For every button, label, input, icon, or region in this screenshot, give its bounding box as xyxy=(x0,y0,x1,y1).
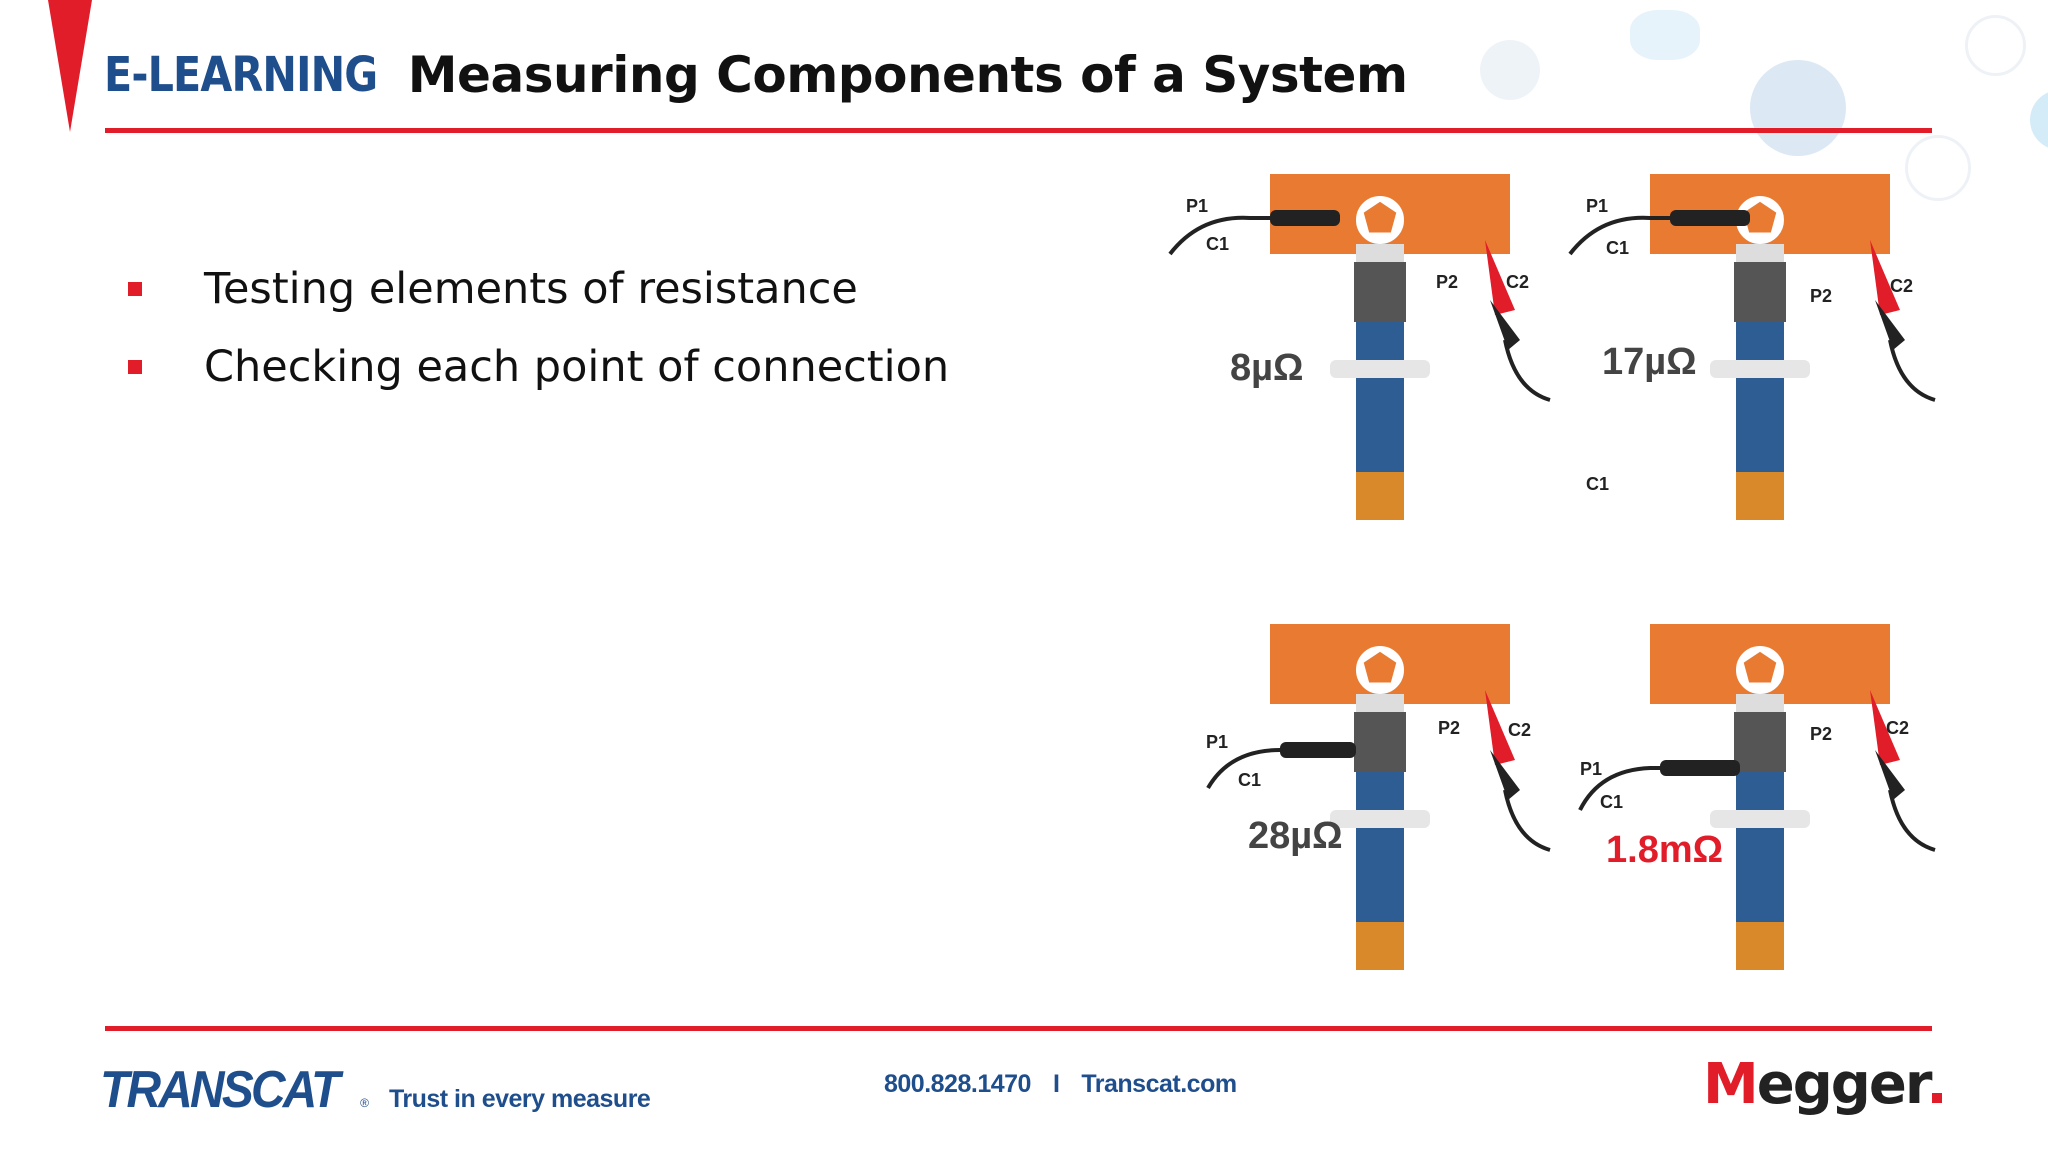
bullet-text: Checking each point of connection xyxy=(204,342,950,392)
bullet-square-icon xyxy=(128,282,142,296)
decorative-circle xyxy=(1965,15,2026,76)
red-flag-icon xyxy=(48,0,92,132)
resistance-reading: 17µΩ xyxy=(1602,341,1697,383)
megger-wordmark: Megger xyxy=(1703,1052,1932,1117)
label-c1: C1 xyxy=(1206,234,1229,254)
page-title: Measuring Components of a System xyxy=(407,46,1408,104)
bullet-list: Testing elements of resistance Checking … xyxy=(128,250,949,406)
label-p1: P1 xyxy=(1186,196,1208,216)
label-c2: C2 xyxy=(1508,720,1531,740)
label-p2: P2 xyxy=(1436,272,1458,292)
diagram-lug-connection: P1 C1 P2 C2 C1 17µΩ xyxy=(1560,170,1980,570)
label-p2: P2 xyxy=(1810,724,1832,744)
header-divider xyxy=(105,128,1932,133)
diagram-crimp-connection: P1 C1 P2 C2 28µΩ xyxy=(1160,620,1580,1020)
megger-logo: Megger xyxy=(1703,1052,1943,1117)
label-p2: P2 xyxy=(1810,286,1832,306)
label-c1: C1 xyxy=(1600,792,1623,812)
megger-dot-icon xyxy=(1932,1093,1943,1103)
resistance-reading: 8µΩ xyxy=(1230,347,1304,389)
label-c1: C1 xyxy=(1606,238,1629,258)
label-c1-lower: C1 xyxy=(1586,474,1609,494)
decorative-circle xyxy=(1480,40,1540,100)
label-c2: C2 xyxy=(1506,272,1529,292)
bullet-item: Checking each point of connection xyxy=(128,328,949,406)
bullet-square-icon xyxy=(128,360,142,374)
decorative-circle xyxy=(1905,135,1971,201)
e-learning-logo: E-LEARNING xyxy=(104,47,378,103)
label-p1: P1 xyxy=(1586,196,1608,216)
decorative-circle xyxy=(1630,10,1700,60)
label-c2: C2 xyxy=(1886,718,1909,738)
bullet-text: Testing elements of resistance xyxy=(204,264,858,314)
label-p1: P1 xyxy=(1206,732,1228,752)
contact-info: 800.828.1470 I Transcat.com xyxy=(884,1070,1237,1099)
diagram-busbar-connection: P1 C1 P2 C2 8µΩ xyxy=(1160,170,1580,570)
label-p1: P1 xyxy=(1580,759,1602,779)
phone-number: 800.828.1470 xyxy=(884,1070,1031,1098)
bullet-item: Testing elements of resistance xyxy=(128,250,949,328)
transcat-logo: TRANSCAT ® Trust in every measure xyxy=(100,1060,651,1120)
transcat-tagline: Trust in every measure xyxy=(388,1085,651,1113)
diagram-cable-connection: P1 C1 P2 C2 1.8mΩ xyxy=(1560,620,1980,1020)
website-link[interactable]: Transcat.com xyxy=(1081,1070,1237,1098)
label-p2: P2 xyxy=(1438,718,1460,738)
contact-separator: I xyxy=(1052,1070,1060,1098)
resistance-reading: 28µΩ xyxy=(1248,815,1343,857)
trademark-symbol: ® xyxy=(360,1096,369,1110)
footer-divider xyxy=(105,1026,1932,1031)
label-c2: C2 xyxy=(1890,276,1913,296)
decorative-circle xyxy=(2030,90,2048,150)
title-row: E-LEARNING Measuring Components of a Sys… xyxy=(104,40,1408,110)
resistance-reading: 1.8mΩ xyxy=(1606,829,1723,871)
decorative-circle xyxy=(1750,60,1846,156)
transcat-wordmark: TRANSCAT xyxy=(100,1061,340,1119)
label-c1: C1 xyxy=(1238,770,1261,790)
